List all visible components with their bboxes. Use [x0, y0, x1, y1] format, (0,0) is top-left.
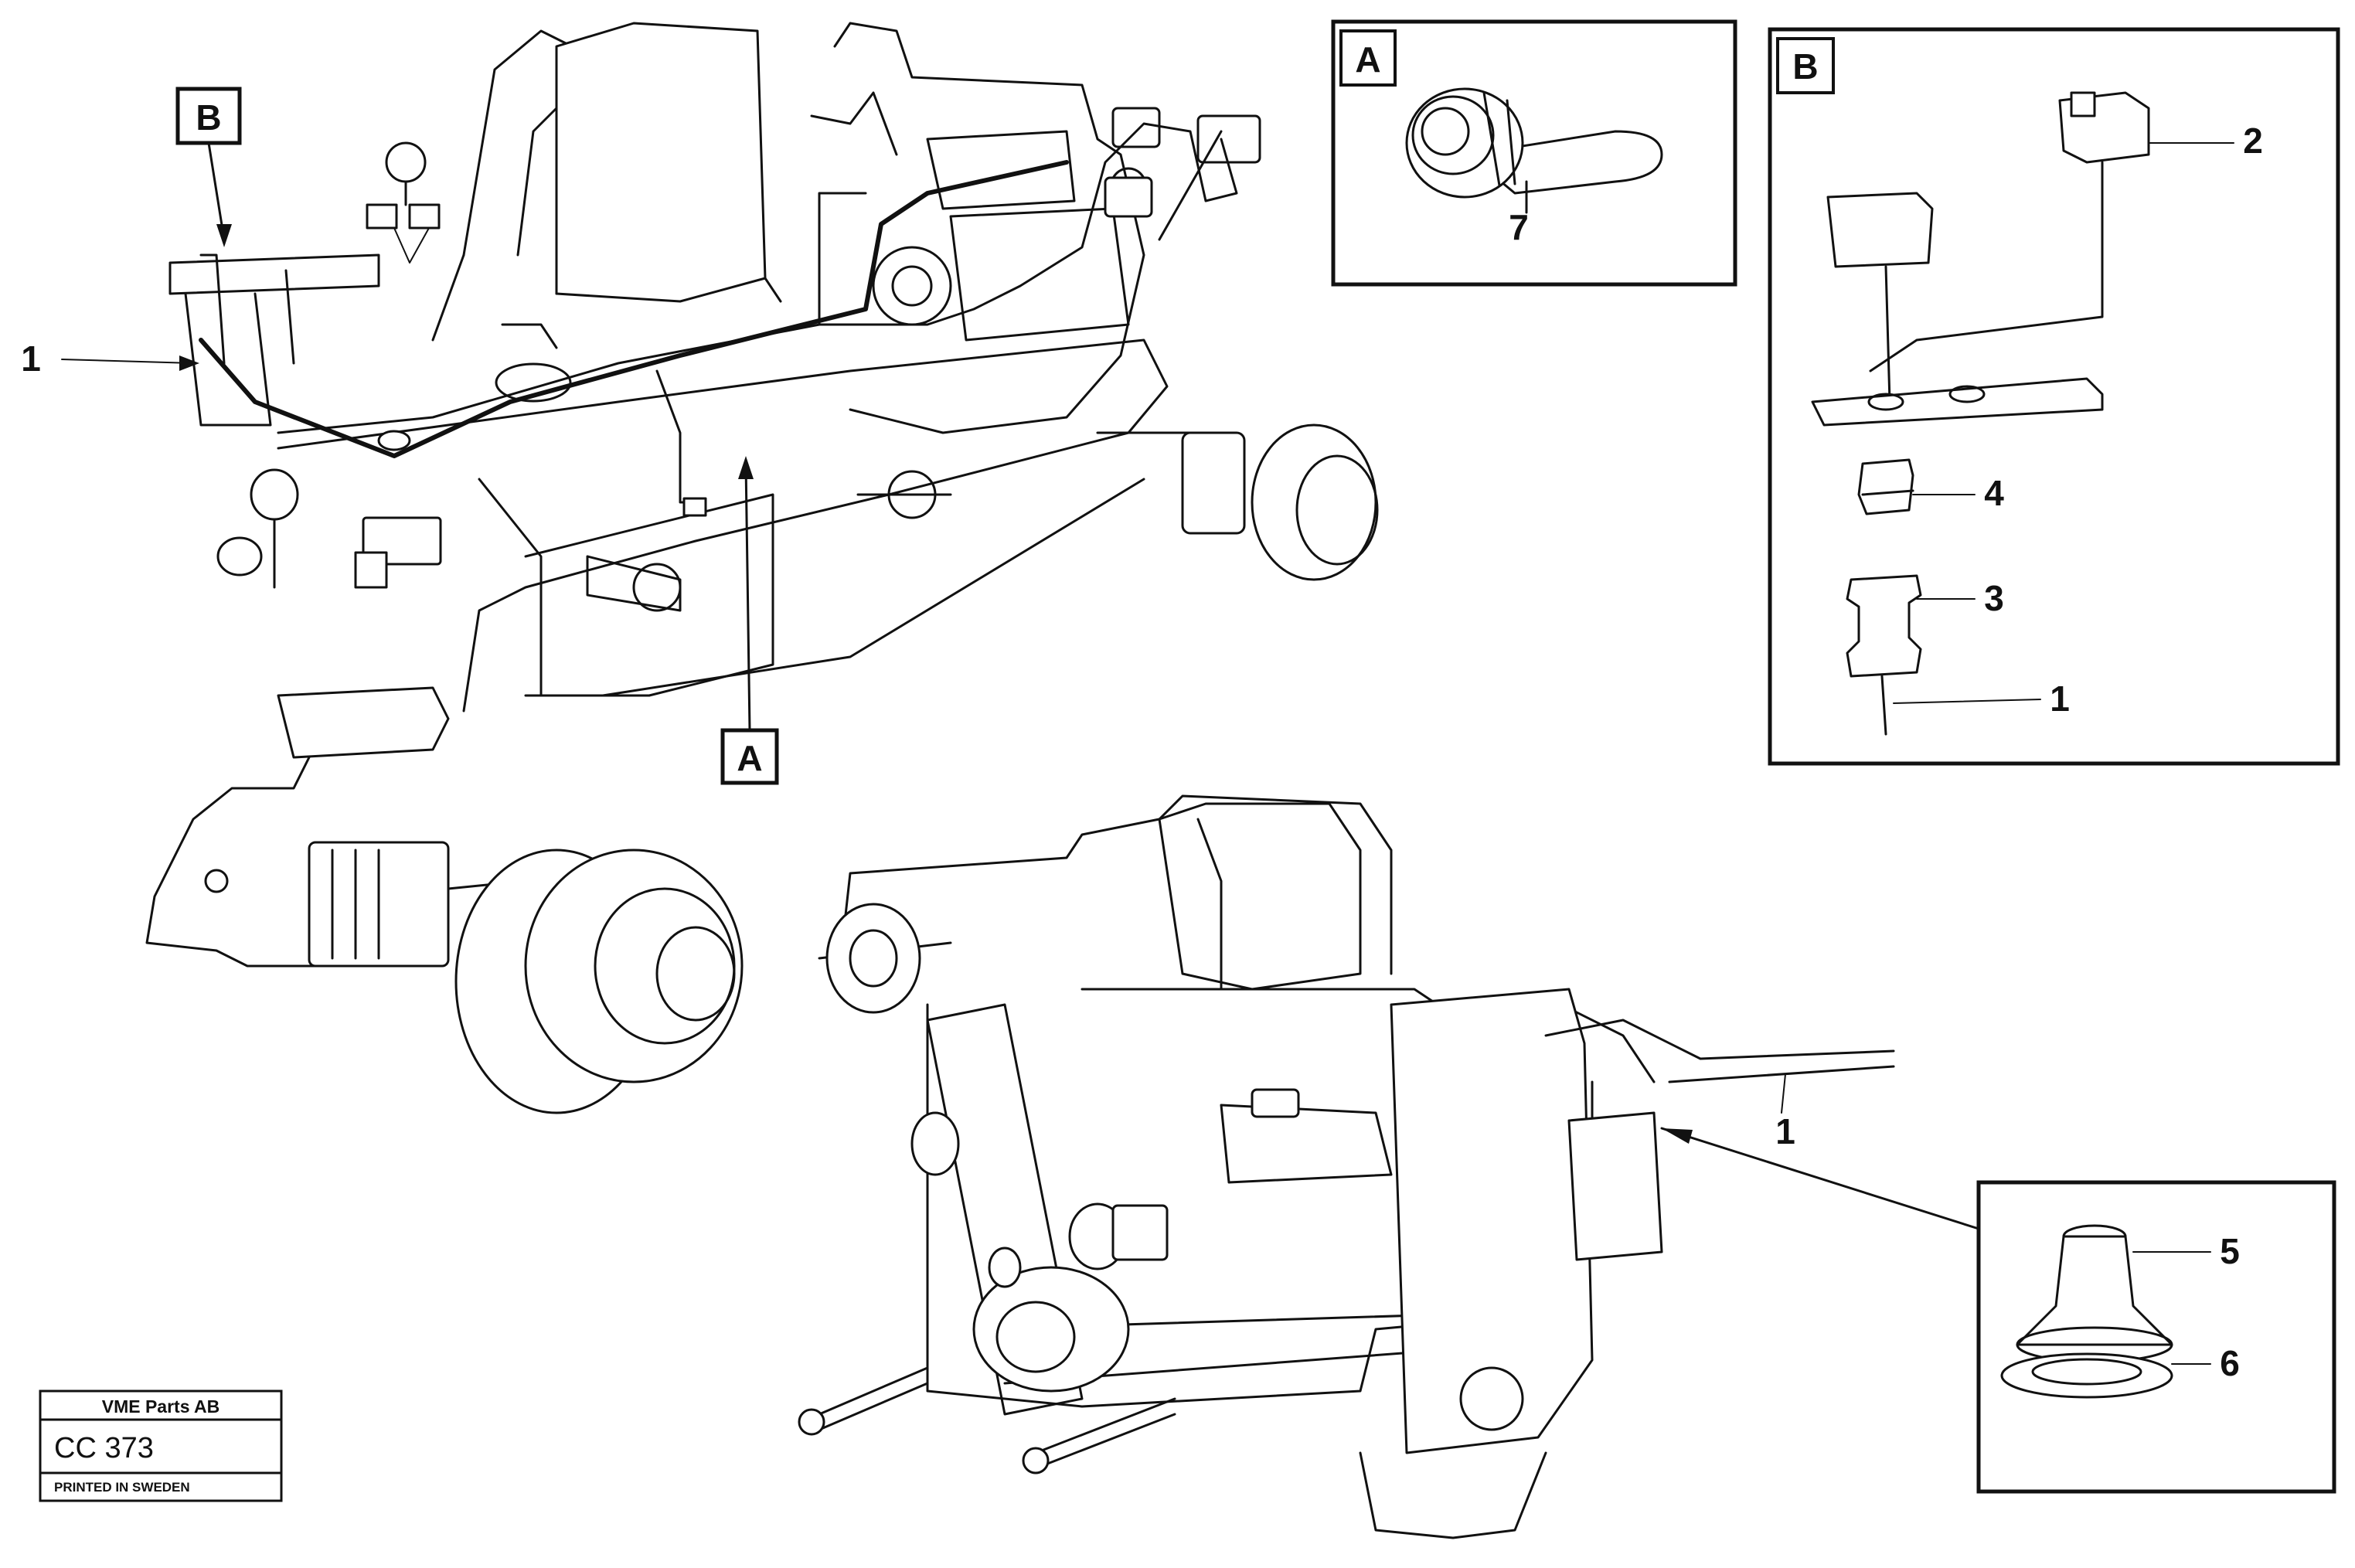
stamp-footer: PRINTED IN SWEDEN	[54, 1480, 190, 1495]
callout-b-1: 1	[2050, 679, 2070, 719]
stamp-code: CC 373	[54, 1432, 154, 1464]
inset-b: B 2 4 3 1	[1768, 27, 2340, 766]
inset-b-tag: B	[1792, 46, 1818, 87]
inset-a-tag: A	[1355, 39, 1380, 80]
washer-6	[2000, 1352, 2173, 1399]
connector-2	[2058, 91, 2150, 164]
sensor-3	[1846, 574, 1922, 678]
callout-6: 6	[2220, 1343, 2240, 1383]
engine-drawing	[798, 794, 1895, 1539]
detail-a-tag: A	[737, 738, 762, 778]
callout-engine-1: 1	[1775, 1111, 1795, 1151]
parts-stamp: VME Parts AB CC 373 PRINTED IN SWEDEN	[39, 1389, 283, 1502]
callout-left-1: 1	[21, 338, 41, 379]
grommet-5	[2016, 1224, 2173, 1363]
callout-2: 2	[2243, 121, 2263, 161]
callout-4: 4	[1984, 473, 2004, 513]
callout-5: 5	[2220, 1231, 2240, 1271]
detail-b-tag: B	[196, 97, 221, 138]
inset-c: 5 6	[1976, 1180, 2336, 1494]
upper-chassis-drawing	[168, 22, 1379, 713]
stamp-company: VME Parts AB	[102, 1396, 220, 1417]
nut-4	[1857, 458, 1914, 515]
callout-3: 3	[1984, 578, 2004, 618]
rear-axle-drawing	[145, 686, 744, 1114]
coolant-hose-fitting	[1405, 87, 1663, 199]
inset-a: A 7	[1331, 19, 1737, 287]
callout-7: 7	[1509, 207, 1529, 247]
connector-block	[1826, 192, 1934, 268]
